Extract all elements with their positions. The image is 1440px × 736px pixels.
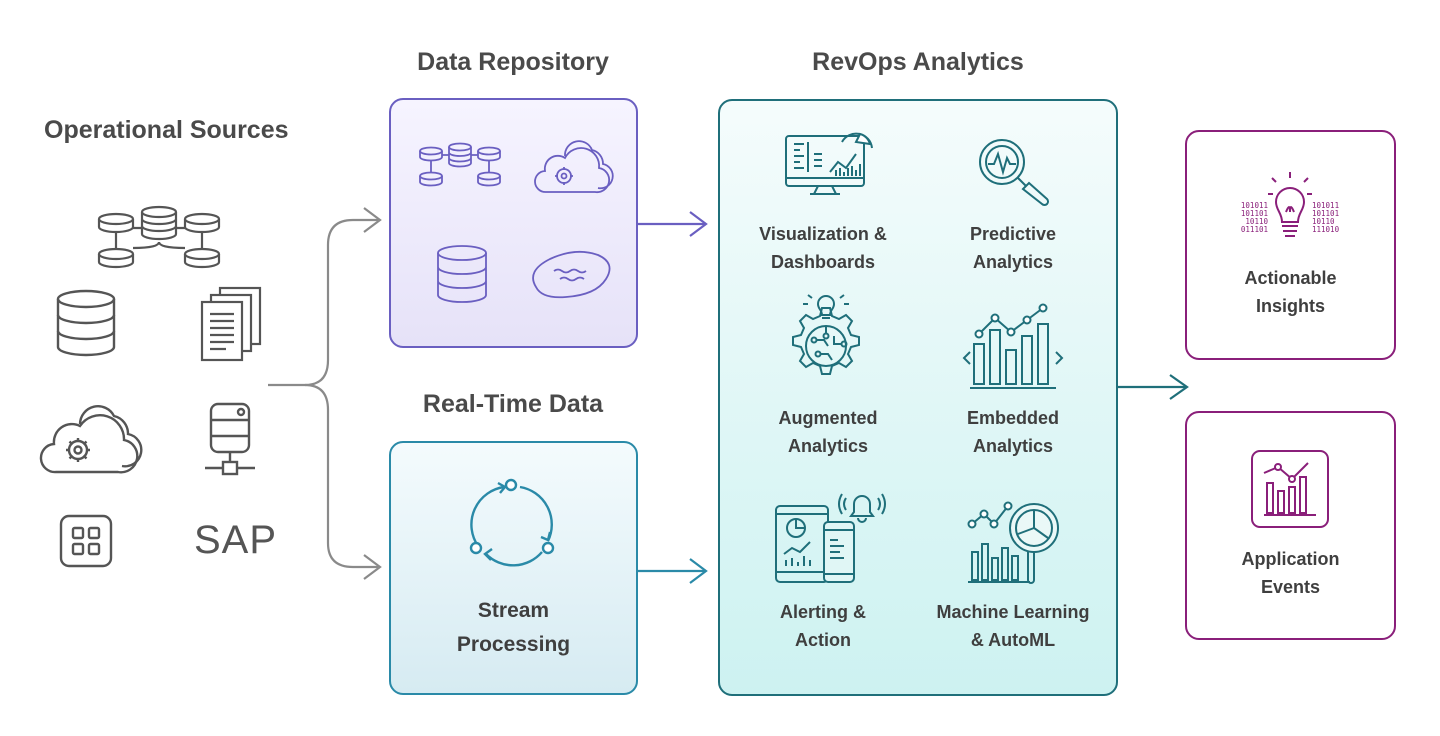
svg-text:011101: 011101 — [1241, 225, 1268, 234]
gear-bulb-icon — [778, 294, 872, 388]
stream-processing-label: Stream Processing — [389, 594, 638, 662]
svg-text:10110: 10110 — [1245, 217, 1268, 226]
binary-bulb-icon: 101011 101101 10110 011101 101011 101101… — [1230, 170, 1350, 250]
ml-chart-icon — [966, 498, 1064, 584]
repo-cloud-gear-icon — [534, 136, 614, 194]
visualization-dashboards-label: Visualization & Dashboards — [728, 220, 918, 276]
events-line2: Events — [1260, 577, 1321, 597]
svg-text:101101: 101101 — [1241, 209, 1268, 218]
alerting-action-label: Alerting & Action — [728, 598, 918, 654]
binary-digits-left: 101011 101101 10110 011101 — [1241, 201, 1269, 234]
insights-line1: Actionable — [1244, 268, 1337, 288]
dashboard-monitor-icon — [784, 128, 874, 196]
binary-digits-right: 101011 101101 10110 111010 — [1312, 201, 1340, 234]
emb-line2: Analytics — [972, 436, 1054, 456]
alert-line1: Alerting & — [779, 602, 866, 622]
aug-line2: Analytics — [787, 436, 869, 456]
app-chart-icon — [1250, 449, 1330, 529]
svg-text:10110: 10110 — [1312, 217, 1335, 226]
data-repository-box — [389, 98, 638, 348]
events-line1: Application — [1241, 549, 1340, 569]
viz-line2: Dashboards — [770, 252, 876, 272]
revops-analytics-box — [718, 99, 1118, 696]
bar-code-chart-icon — [962, 303, 1064, 390]
embedded-analytics-label: Embedded Analytics — [918, 404, 1108, 460]
actionable-insights-label: Actionable Insights — [1185, 264, 1396, 320]
ml-line2: & AutoML — [970, 630, 1056, 650]
revops-analytics-title: RevOps Analytics — [812, 48, 1024, 76]
database-icon — [56, 289, 116, 357]
server-icon — [203, 402, 257, 476]
real-time-data-title: Real-Time Data — [422, 390, 604, 418]
viz-line1: Visualization & — [759, 224, 887, 244]
data-repository-title: Data Repository — [417, 48, 609, 76]
database-network-icon — [97, 204, 221, 269]
stream-label-line1: Stream — [477, 599, 550, 622]
emb-line1: Embedded — [966, 408, 1059, 428]
svg-text:101011: 101011 — [1312, 201, 1339, 210]
repo-database-icon — [436, 245, 488, 303]
stream-label-line2: Processing — [456, 633, 571, 656]
svg-text:111010: 111010 — [1312, 225, 1340, 234]
repository-to-analytics-arrow — [638, 211, 708, 237]
insights-line2: Insights — [1255, 296, 1325, 316]
pred-line2: Analytics — [972, 252, 1054, 272]
application-events-label: Application Events — [1185, 545, 1396, 601]
alert-devices-icon — [774, 488, 886, 584]
aug-line1: Augmented — [778, 408, 878, 428]
sap-label: SAP — [194, 518, 278, 562]
analytics-to-outputs-arrow — [1118, 374, 1189, 400]
cycle-icon — [464, 476, 560, 572]
magnifier-chart-icon — [976, 138, 1050, 207]
ml-line1: Machine Learning — [936, 602, 1090, 622]
actionable-insights-box — [1185, 130, 1396, 360]
alert-line2: Action — [795, 630, 851, 650]
stream-to-analytics-arrow — [638, 558, 708, 584]
svg-text:101101: 101101 — [1312, 209, 1339, 218]
machine-learning-automl-label: Machine Learning & AutoML — [918, 598, 1108, 654]
source-branch-connector — [268, 207, 382, 580]
pred-line1: Predictive — [969, 224, 1057, 244]
augmented-analytics-label: Augmented Analytics — [733, 404, 923, 460]
repo-database-network-icon — [418, 142, 502, 187]
predictive-analytics-label: Predictive Analytics — [918, 220, 1108, 276]
repo-data-lake-icon — [530, 249, 612, 299]
svg-text:101011: 101011 — [1241, 201, 1268, 210]
apps-grid-icon — [59, 514, 113, 568]
operational-sources-title: Operational Sources — [44, 116, 289, 144]
cloud-gear-icon — [39, 398, 143, 474]
application-events-box — [1185, 411, 1396, 640]
documents-icon — [200, 286, 262, 362]
